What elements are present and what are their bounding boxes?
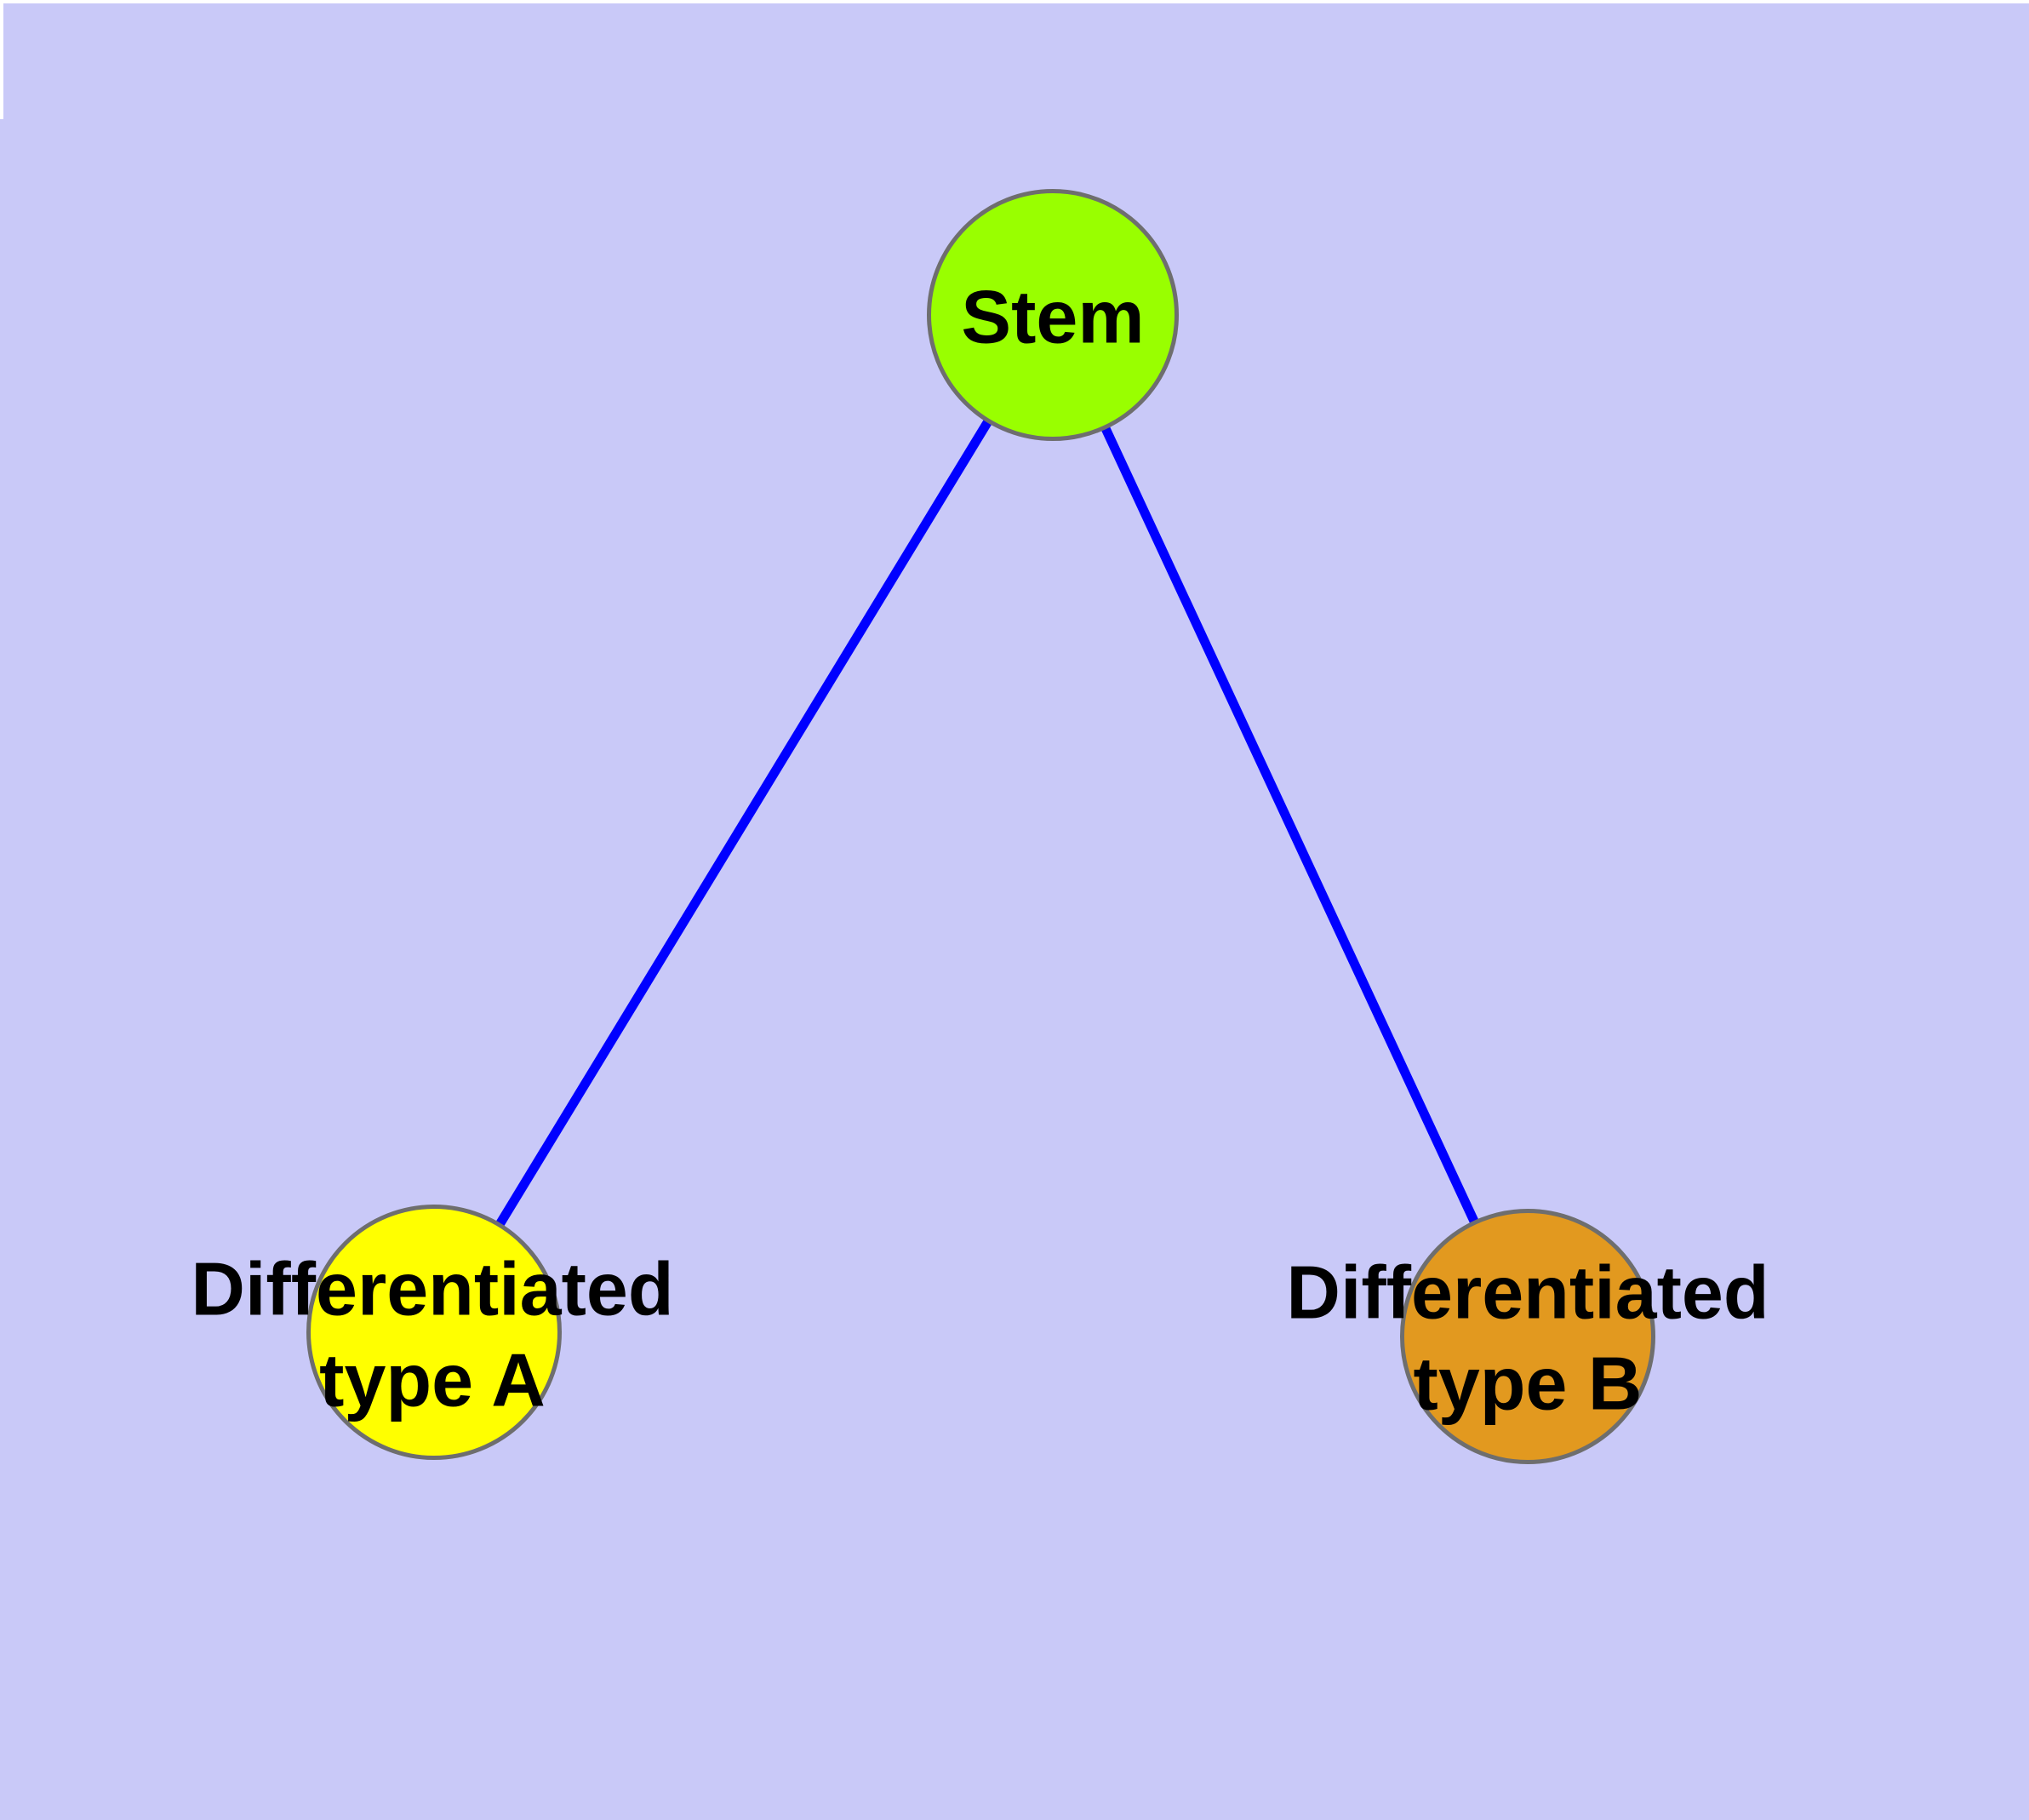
edge-stem-to-type-b xyxy=(1049,312,1532,1339)
edge-stem-to-type-a xyxy=(430,312,1057,1335)
node-type-a-label-line-2: type A xyxy=(319,1338,546,1422)
canvas-margin-top xyxy=(0,0,2029,3)
node-type-b-label-line-2: type B xyxy=(1413,1342,1643,1426)
node-differentiated-type-a-circle xyxy=(306,1205,562,1460)
node-differentiated-type-b-label: Differentiated type B xyxy=(1286,1247,1769,1430)
node-type-a-label-line-1: Differentiated xyxy=(191,1246,674,1331)
node-stem-label: Stem xyxy=(961,271,1144,362)
node-differentiated-type-a-label: Differentiated type A xyxy=(191,1244,673,1427)
node-differentiated-type-b-circle xyxy=(1400,1209,1655,1464)
node-stem-label-text: Stem xyxy=(961,274,1145,359)
node-type-b-label-line-1: Differentiated xyxy=(1286,1250,1769,1335)
node-stem-circle xyxy=(927,189,1179,441)
canvas-margin-left xyxy=(0,0,3,119)
